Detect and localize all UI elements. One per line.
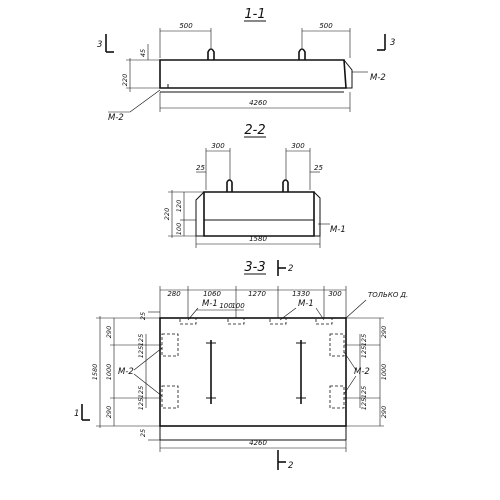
dim-125d-right: 125	[360, 398, 368, 410]
embed-plate-top-1	[179, 317, 197, 325]
dim-290-bottom-right: 290	[380, 406, 388, 418]
beam-body-2-2	[203, 191, 315, 237]
section-2-2: 2-2 300 300 25 25 220 100 120	[163, 123, 346, 248]
dim-290-top-right: 290	[380, 326, 388, 338]
section-1-1: 1-1 3 3 500 500 220 45	[97, 7, 395, 123]
dim-1580-left: 1580	[91, 364, 99, 381]
lifting-loop-left-2-2	[226, 179, 233, 192]
section-3-3: 3-3 2 2 1	[74, 260, 408, 471]
embed-plate-right-bottom	[329, 385, 345, 409]
dim-125a-left: 125	[137, 334, 145, 346]
embed-plate-top-2	[227, 317, 245, 325]
dim-500-right: 500	[319, 22, 333, 30]
dim-45: 45	[139, 49, 147, 57]
leader-m1-right-b-3-3	[315, 307, 325, 321]
cut-label-right: 3	[390, 38, 395, 48]
dim-300-right: 300	[291, 142, 305, 150]
dim-25-bottom-3-3: 25	[139, 429, 147, 437]
dim-1000-left: 1000	[105, 364, 113, 381]
dim-25-top-3-3: 25	[139, 312, 147, 320]
dim-125a-right: 125	[360, 334, 368, 346]
leader-m2-left	[129, 89, 161, 113]
dim-500-left: 500	[179, 22, 193, 30]
left-flange	[195, 191, 205, 237]
mark-m1-right-3-3: M-1	[298, 299, 314, 309]
dim-290-top-left: 290	[105, 326, 113, 338]
lifting-loop-right	[298, 48, 306, 60]
dim-300-left: 300	[211, 142, 225, 150]
dim-100: 100	[175, 223, 183, 235]
section-1-1-title: 1-1	[244, 7, 265, 22]
embed-plate-right-top	[329, 333, 345, 357]
dim-4260-1-1: 4260	[249, 99, 267, 107]
cut-label-left: 3	[97, 40, 102, 50]
mark-m1-left-3-3: M-1	[202, 299, 218, 309]
leader-m2-right-a	[343, 351, 357, 371]
mark-m1-2-2: M-1	[330, 225, 346, 235]
dim-125d-left: 125	[137, 398, 145, 410]
leader-m2-right-b	[343, 375, 357, 395]
dim-top-1330: 1330	[292, 290, 310, 298]
note-only-d: ТОЛЬКО Д.	[368, 291, 408, 299]
dim-220: 220	[121, 74, 129, 86]
plan-outline	[159, 317, 347, 427]
beam-end-plate	[343, 59, 353, 89]
dim-top-280: 280	[167, 290, 181, 298]
mark-m2-left: M-2	[108, 113, 124, 123]
dim-290-bottom-left: 290	[105, 406, 113, 418]
dim-top-1060: 1060	[203, 290, 221, 298]
dim-1000-right: 1000	[380, 364, 388, 381]
beam-body-1-1	[159, 59, 347, 89]
mark-m2-right: M-2	[370, 73, 386, 83]
dim-25-right: 25	[314, 164, 323, 172]
embed-plate-left-top	[161, 333, 179, 357]
dim-100b: 100	[231, 302, 245, 310]
leader-m2-left-b	[133, 373, 163, 397]
section-2-2-title: 2-2	[244, 123, 265, 138]
leader-m1-right-3-3	[279, 307, 297, 321]
mark-m2-left-3-3: M-2	[118, 367, 134, 377]
leader-m1-left-3-3	[187, 307, 199, 321]
right-flange	[313, 191, 321, 237]
cut-label-top: 2	[288, 264, 293, 274]
embed-plate-top-4	[315, 317, 333, 325]
leader-note	[345, 299, 367, 319]
cut-label-bottom: 2	[288, 461, 293, 471]
dim-25-left: 25	[196, 164, 205, 172]
mark-m2-right-3-3: M-2	[354, 367, 370, 377]
dim-top-1270: 1270	[248, 290, 266, 298]
dim-top-300: 300	[328, 290, 342, 298]
dim-125b-left: 125	[137, 346, 145, 358]
dim-125b-right: 125	[360, 346, 368, 358]
embed-plate-left-bottom	[161, 385, 179, 409]
dim-125c-right: 125	[360, 386, 368, 398]
dim-4260-3-3: 4260	[249, 439, 267, 447]
dim-1580-2-2: 1580	[249, 235, 267, 243]
dim-125c-left: 125	[137, 386, 145, 398]
dim-120: 120	[175, 200, 183, 212]
lifting-loop-right-2-2	[282, 179, 289, 192]
lifting-loop-left	[207, 48, 215, 60]
cut-label-left-3-3: 1	[74, 409, 79, 419]
leader-m2-left-a	[133, 347, 163, 371]
section-3-3-title: 3-3	[244, 260, 265, 275]
embed-plate-top-3	[269, 317, 287, 325]
dim-220-2-2: 220	[163, 208, 171, 220]
dim-100a: 100	[219, 302, 233, 310]
